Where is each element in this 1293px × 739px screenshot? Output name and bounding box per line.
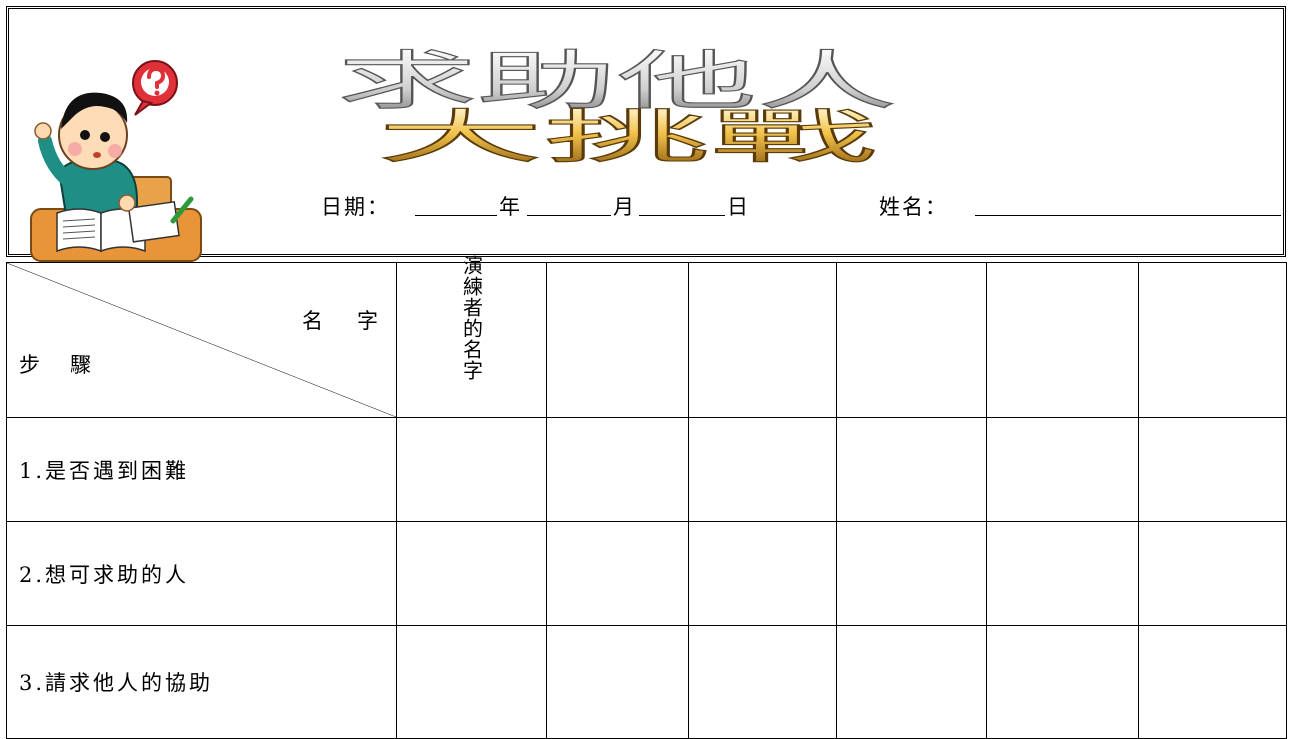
check-cell[interactable]	[1138, 521, 1287, 626]
check-cell[interactable]	[1138, 417, 1287, 522]
check-cell[interactable]	[546, 417, 689, 522]
name-cell[interactable]	[1138, 262, 1287, 418]
practice-table: 名字 步驟 演練者的名字 1.是否遇到困難 2.想可求助的人 3.請求他人的協助	[6, 255, 1287, 739]
table-row: 1.是否遇到困難	[6, 417, 1287, 522]
performer-name-header: 演練者的名字	[396, 255, 547, 418]
table-row: 2.想可求助的人	[6, 521, 1287, 626]
corner-name-label: 名字	[302, 309, 412, 333]
date-label: 日期：	[321, 195, 390, 219]
step-label: 2.想可求助的人	[6, 521, 397, 626]
name-blank[interactable]	[975, 215, 1281, 216]
check-cell[interactable]	[688, 625, 837, 739]
check-cell[interactable]	[688, 417, 837, 522]
month-label: 月	[613, 195, 636, 219]
diagonal-corner-cell: 名字 步驟	[6, 262, 397, 418]
title-line-2: 大挑戰	[377, 103, 877, 165]
table-header-row: 名字 步驟 演練者的名字	[6, 255, 1287, 418]
title-line-1: 求助他人	[337, 45, 897, 119]
check-cell[interactable]	[1138, 625, 1287, 739]
question-mark-icon	[132, 60, 178, 116]
day-blank[interactable]	[639, 215, 725, 216]
check-cell[interactable]	[396, 417, 547, 522]
check-cell[interactable]	[688, 521, 837, 626]
step-label: 1.是否遇到困難	[6, 417, 397, 522]
year-label: 年	[499, 195, 522, 219]
name-cell[interactable]	[836, 262, 987, 418]
name-cell[interactable]	[688, 262, 837, 418]
student-with-question-illustration	[30, 60, 202, 262]
corner-step-label: 步驟	[19, 353, 121, 377]
check-cell[interactable]	[546, 625, 689, 739]
worksheet-header: 求助他人 大挑戰 日期： 年 月 日 姓名：	[6, 6, 1286, 262]
year-blank[interactable]	[415, 215, 497, 216]
diagonal-divider	[7, 263, 396, 417]
name-cell[interactable]	[546, 262, 689, 418]
check-cell[interactable]	[546, 521, 689, 626]
day-label: 日	[727, 195, 750, 219]
check-cell[interactable]	[986, 417, 1139, 522]
check-cell[interactable]	[396, 521, 547, 626]
check-cell[interactable]	[986, 625, 1139, 739]
performer-name-header-text: 演練者的名字	[459, 255, 484, 381]
worksheet-title-art: 求助他人 大挑戰	[336, 44, 897, 165]
check-cell[interactable]	[396, 625, 547, 739]
check-cell[interactable]	[836, 521, 987, 626]
check-cell[interactable]	[986, 521, 1139, 626]
month-blank[interactable]	[527, 215, 611, 216]
check-cell[interactable]	[836, 417, 987, 522]
name-cell[interactable]	[986, 262, 1139, 418]
name-label: 姓名：	[879, 195, 948, 219]
table-row: 3.請求他人的協助	[6, 625, 1287, 739]
step-label: 3.請求他人的協助	[6, 625, 397, 739]
check-cell[interactable]	[836, 625, 987, 739]
